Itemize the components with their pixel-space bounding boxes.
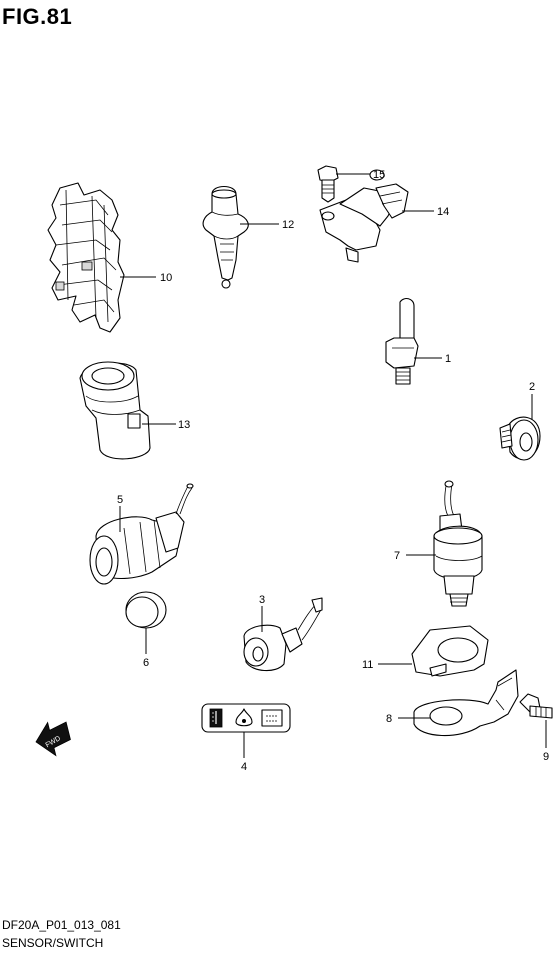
warning-panel-icon bbox=[261, 709, 283, 727]
thermometer-icon bbox=[209, 708, 223, 728]
part-15-bolt[interactable] bbox=[317, 165, 339, 203]
footer-code: DF20A_P01_013_081 bbox=[2, 918, 121, 932]
callout-12: 12 bbox=[282, 219, 294, 231]
callout-1: 1 bbox=[445, 353, 451, 365]
part-9-bolt[interactable] bbox=[519, 693, 553, 719]
callout-3: 3 bbox=[259, 594, 265, 606]
part-5-sensor[interactable] bbox=[89, 483, 194, 585]
callout-7: 7 bbox=[394, 550, 400, 562]
part-10-bracket[interactable] bbox=[47, 182, 125, 333]
fwd-arrow: FWD bbox=[35, 721, 71, 757]
part-3-sensor[interactable] bbox=[243, 597, 323, 672]
part-2-knock-sensor[interactable] bbox=[499, 416, 541, 461]
callout-4: 4 bbox=[241, 761, 247, 773]
callout-15: 15 bbox=[373, 169, 385, 181]
part-4-decal[interactable] bbox=[201, 703, 291, 733]
part-14-map-sensor[interactable] bbox=[319, 169, 409, 263]
callout-13: 13 bbox=[178, 419, 190, 431]
part-6-plug[interactable] bbox=[125, 591, 167, 629]
footer-name: SENSOR/SWITCH bbox=[2, 936, 104, 950]
callout-11: 11 bbox=[362, 659, 373, 671]
oil-drop-icon bbox=[235, 708, 253, 727]
part-7-pressure-switch[interactable] bbox=[433, 480, 483, 607]
callout-14: 14 bbox=[437, 206, 449, 218]
callout-9: 9 bbox=[543, 751, 549, 763]
callout-5: 5 bbox=[117, 494, 123, 506]
callouts: 10 12 15 14 1 13 2 5 6 7 3 11 8 9 4 bbox=[117, 169, 549, 773]
callout-10: 10 bbox=[160, 272, 172, 284]
part-8-bracket[interactable] bbox=[413, 669, 519, 737]
part-11-plate[interactable] bbox=[411, 625, 489, 677]
callout-6: 6 bbox=[143, 657, 149, 669]
part-12-sensor[interactable] bbox=[202, 185, 249, 289]
part-1-sensor[interactable] bbox=[385, 297, 419, 385]
leader-lines bbox=[119, 173, 547, 758]
callout-8: 8 bbox=[386, 713, 392, 725]
part-13-boot[interactable] bbox=[79, 361, 151, 460]
callout-2: 2 bbox=[529, 381, 535, 393]
figure-title: FIG.81 bbox=[2, 4, 73, 29]
